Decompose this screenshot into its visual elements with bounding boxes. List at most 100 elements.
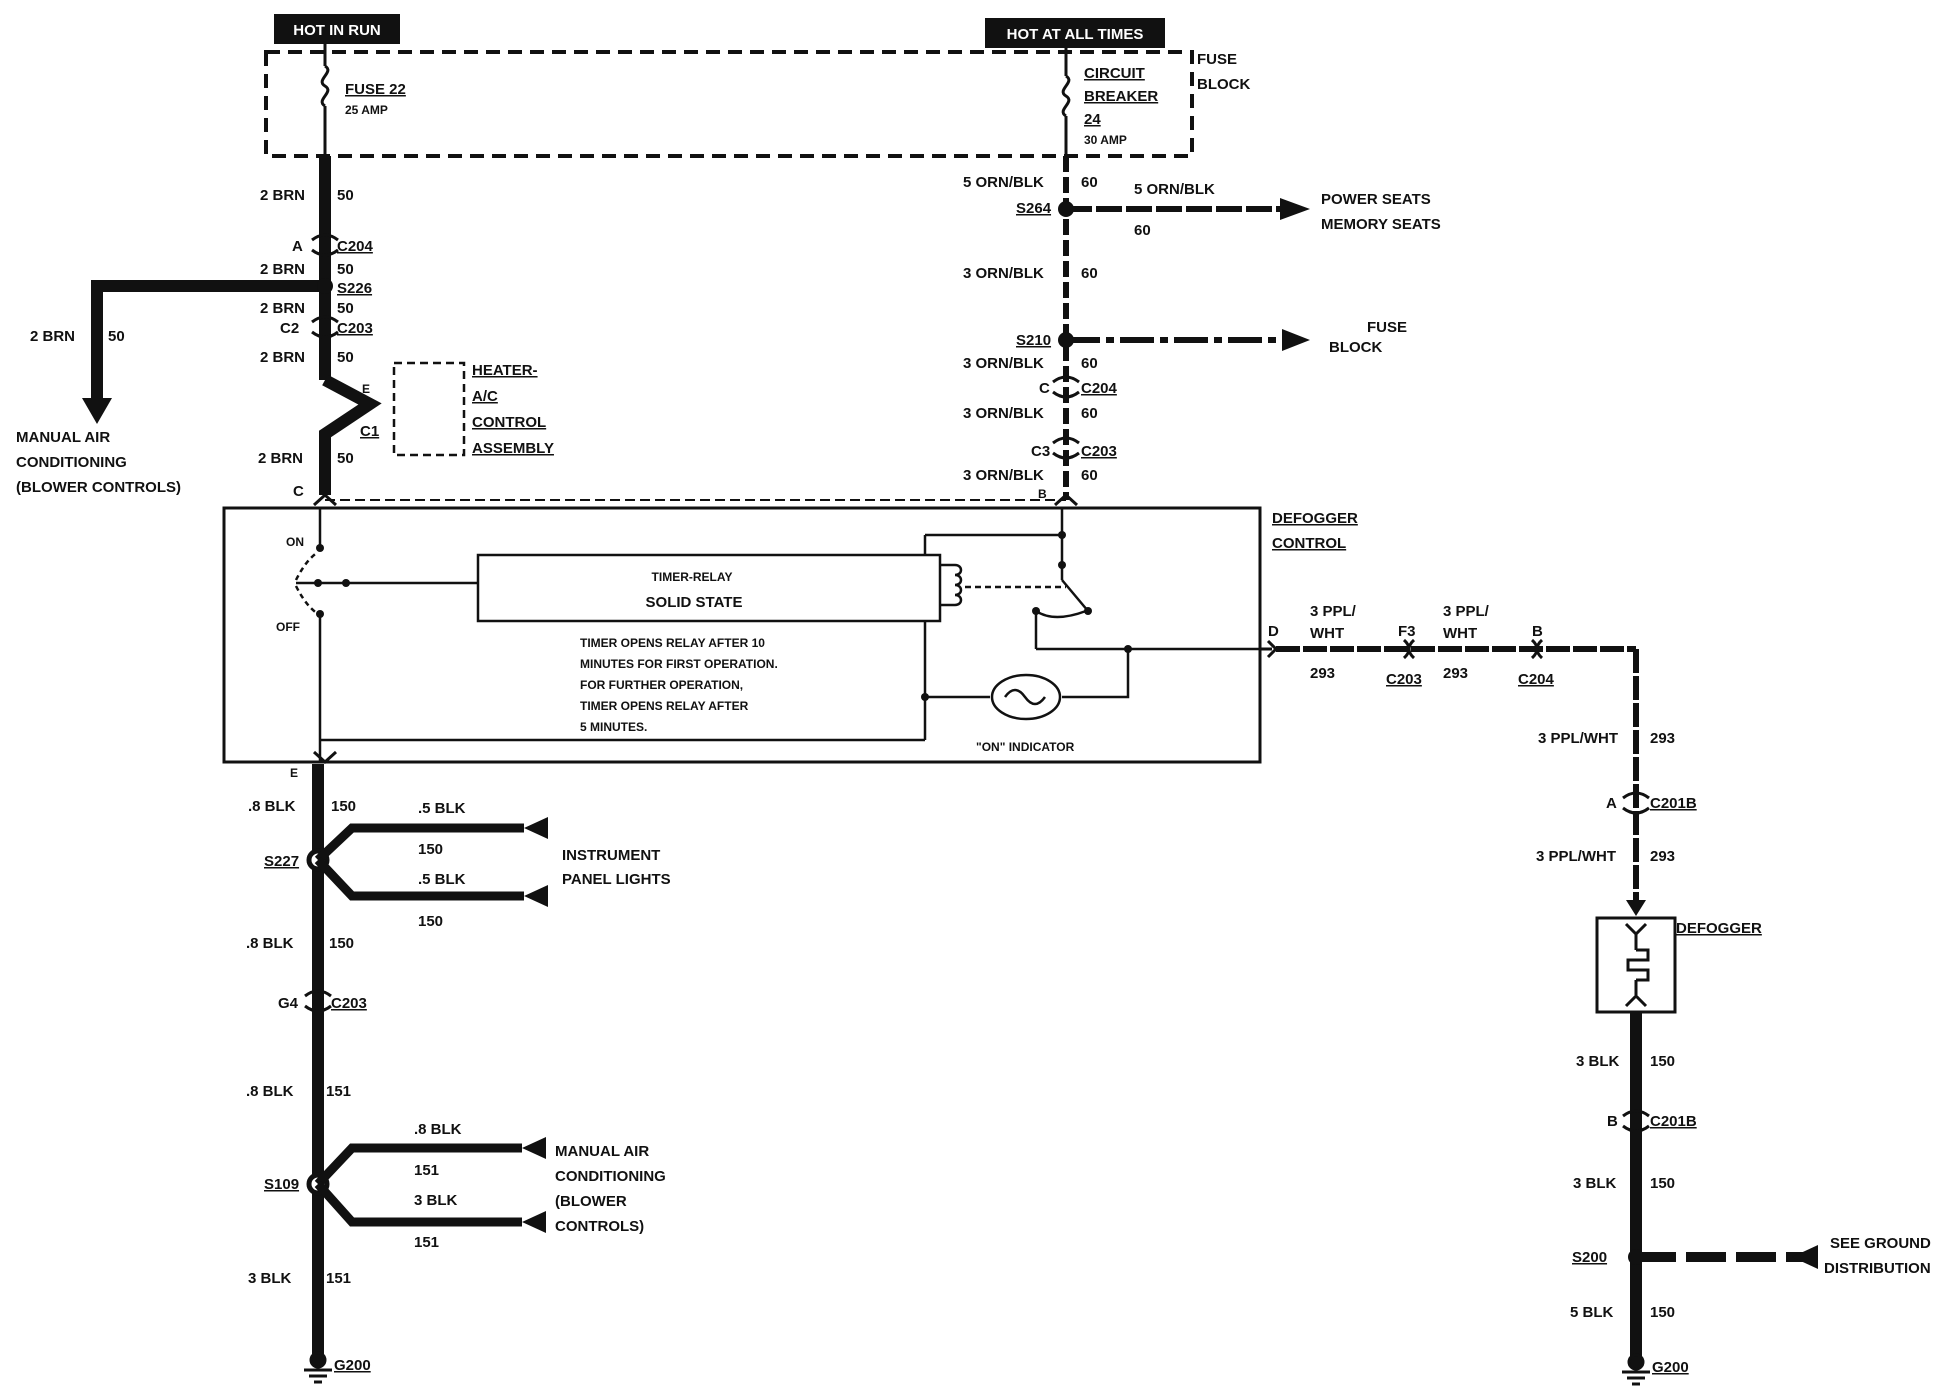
ip-dest-2: PANEL LIGHTS	[562, 871, 671, 888]
instrument-panel-wires	[314, 823, 524, 901]
fuse-22-name: FUSE 22	[345, 81, 406, 98]
ground-dist-2: DISTRIBUTION	[1824, 1260, 1931, 1277]
breaker-rating: 30 AMP	[1084, 133, 1127, 147]
left-c204-conn: C204	[337, 238, 374, 255]
left-feed-wire	[319, 156, 382, 495]
heater-label-4: ASSEMBLY	[472, 440, 554, 457]
out-seg1-wire-2: WHT	[1310, 625, 1344, 642]
c201b-b-pin: B	[1607, 1113, 1618, 1130]
switch-on-label: ON	[286, 535, 304, 549]
ip-arrow-1	[524, 817, 548, 839]
breaker-name-2: BREAKER	[1084, 88, 1158, 105]
out-seg3-circuit: 293	[1650, 730, 1675, 747]
left-seg3-circuit: 50	[337, 300, 354, 317]
relay-contact-3	[1032, 607, 1040, 615]
left-seg1-wire: 2 BRN	[260, 187, 305, 204]
ground-distribution-arrow	[1792, 1245, 1818, 1269]
switch-pivot-2	[342, 579, 350, 587]
f3-connector	[1402, 638, 1416, 660]
right-seg4-circuit: 60	[1081, 405, 1098, 422]
circuit-breaker-24	[1061, 48, 1071, 156]
out-seg7-circuit: 150	[1650, 1304, 1675, 1321]
mac1-wire: .8 BLK	[414, 1121, 462, 1138]
relay-coil	[923, 508, 1260, 651]
branch-dest-2: CONDITIONING	[16, 454, 127, 471]
fuse-22	[320, 44, 330, 156]
defogger-control-title-2: CONTROL	[1272, 535, 1346, 552]
output-wire	[1260, 639, 1639, 905]
power-seats-dest-1: POWER SEATS	[1321, 191, 1431, 208]
lg-seg3-circuit: 151	[326, 1083, 351, 1100]
mac-dest-2: CONDITIONING	[555, 1168, 666, 1185]
mac1-circuit: 151	[414, 1162, 439, 1179]
left-c203-connector	[311, 315, 339, 339]
out-seg5-wire: 3 BLK	[1576, 1053, 1620, 1070]
right-seg5-circuit: 60	[1081, 467, 1098, 484]
right-seg1-wire: 5 ORN/BLK	[963, 174, 1044, 191]
left-seg4-circuit: 50	[337, 349, 354, 366]
mac-dest-4: CONTROLS)	[555, 1218, 644, 1235]
fuse-block-dest-2: BLOCK	[1329, 339, 1382, 356]
fuse-block-label-1: FUSE	[1197, 51, 1237, 68]
mac-dest-1: MANUAL AIR	[555, 1143, 649, 1160]
timer-relay-title: TIMER-RELAY	[652, 570, 733, 584]
c1-conn: C1	[360, 423, 379, 440]
left-seg1-circuit: 50	[337, 187, 354, 204]
on-indicator-label: "ON" INDICATOR	[976, 740, 1075, 754]
branch-dest-3: (BLOWER CONTROLS)	[16, 479, 181, 496]
c201b-a-connector	[1622, 791, 1650, 815]
defogger-element-icon	[1624, 922, 1650, 1008]
defogger-control-title-1: DEFOGGER	[1272, 510, 1358, 527]
svg-text:HOT AT ALL TIMES: HOT AT ALL TIMES	[1007, 26, 1144, 43]
lg-c203-pin: G4	[278, 995, 299, 1012]
out-seg6-circuit: 150	[1650, 1175, 1675, 1192]
pin-e-label: E	[290, 766, 298, 780]
out-seg6-wire: 3 BLK	[1573, 1175, 1617, 1192]
branch-dest-1: MANUAL AIR	[16, 429, 110, 446]
hot-in-run-label: HOT IN RUN	[274, 14, 400, 44]
out-seg3-wire: 3 PPL/WHT	[1538, 730, 1618, 747]
s200-label: S200	[1572, 1249, 1607, 1266]
timer-note-5: 5 MINUTES.	[580, 720, 647, 734]
right-c203-pin: C3	[1031, 443, 1050, 460]
right-c204-pin: C	[1039, 380, 1050, 397]
lg-seg4-wire: 3 BLK	[248, 1270, 292, 1287]
lg-seg4-circuit: 151	[326, 1270, 351, 1287]
power-seats-circuit: 60	[1134, 222, 1151, 239]
ground-dist-1: SEE GROUND	[1830, 1235, 1931, 1252]
left-seg3-wire: 2 BRN	[260, 300, 305, 317]
lg-seg2-circuit: 150	[329, 935, 354, 952]
right-seg2-circuit: 60	[1081, 265, 1098, 282]
ip1-wire: .5 BLK	[418, 800, 466, 817]
right-ground-icon	[1622, 1353, 1650, 1386]
right-seg1-circuit: 60	[1081, 174, 1098, 191]
breaker-name-1: CIRCUIT	[1084, 65, 1145, 82]
ip1-circuit: 150	[418, 841, 443, 858]
defogger-label: DEFOGGER	[1676, 920, 1762, 937]
right-seg4-wire: 3 ORN/BLK	[963, 405, 1044, 422]
s210-label: S210	[1016, 332, 1051, 349]
left-seg2-wire: 2 BRN	[260, 261, 305, 278]
relay-contact-1	[1058, 531, 1066, 539]
switch-off-label: OFF	[276, 620, 300, 634]
timer-note-1: TIMER OPENS RELAY AFTER 10	[580, 636, 765, 650]
branch-circuit: 50	[108, 328, 125, 345]
svg-text:HOT IN RUN: HOT IN RUN	[293, 22, 381, 39]
out-seg2-wire-1: 3 PPL/	[1443, 603, 1490, 620]
right-seg2-wire: 3 ORN/BLK	[963, 265, 1044, 282]
lg-c203-conn: C203	[331, 995, 367, 1012]
left-seg5-circuit: 50	[337, 450, 354, 467]
left-g200-label: G200	[334, 1357, 371, 1374]
left-seg5-wire: 2 BRN	[258, 450, 303, 467]
c201b-b-conn: C201B	[1650, 1113, 1697, 1130]
defogger-feed-arrow	[1626, 900, 1646, 916]
out-seg2-circuit: 293	[1443, 665, 1468, 682]
right-seg5-wire: 3 ORN/BLK	[963, 467, 1044, 484]
fuse-block-outline	[264, 50, 1194, 158]
right-c203-conn: C203	[1081, 443, 1117, 460]
breaker-name-3: 24	[1084, 111, 1101, 128]
ip-dest-1: INSTRUMENT	[562, 847, 660, 864]
mac-dest-3: (BLOWER	[555, 1193, 627, 1210]
lg-seg1-circuit: 150	[331, 798, 356, 815]
